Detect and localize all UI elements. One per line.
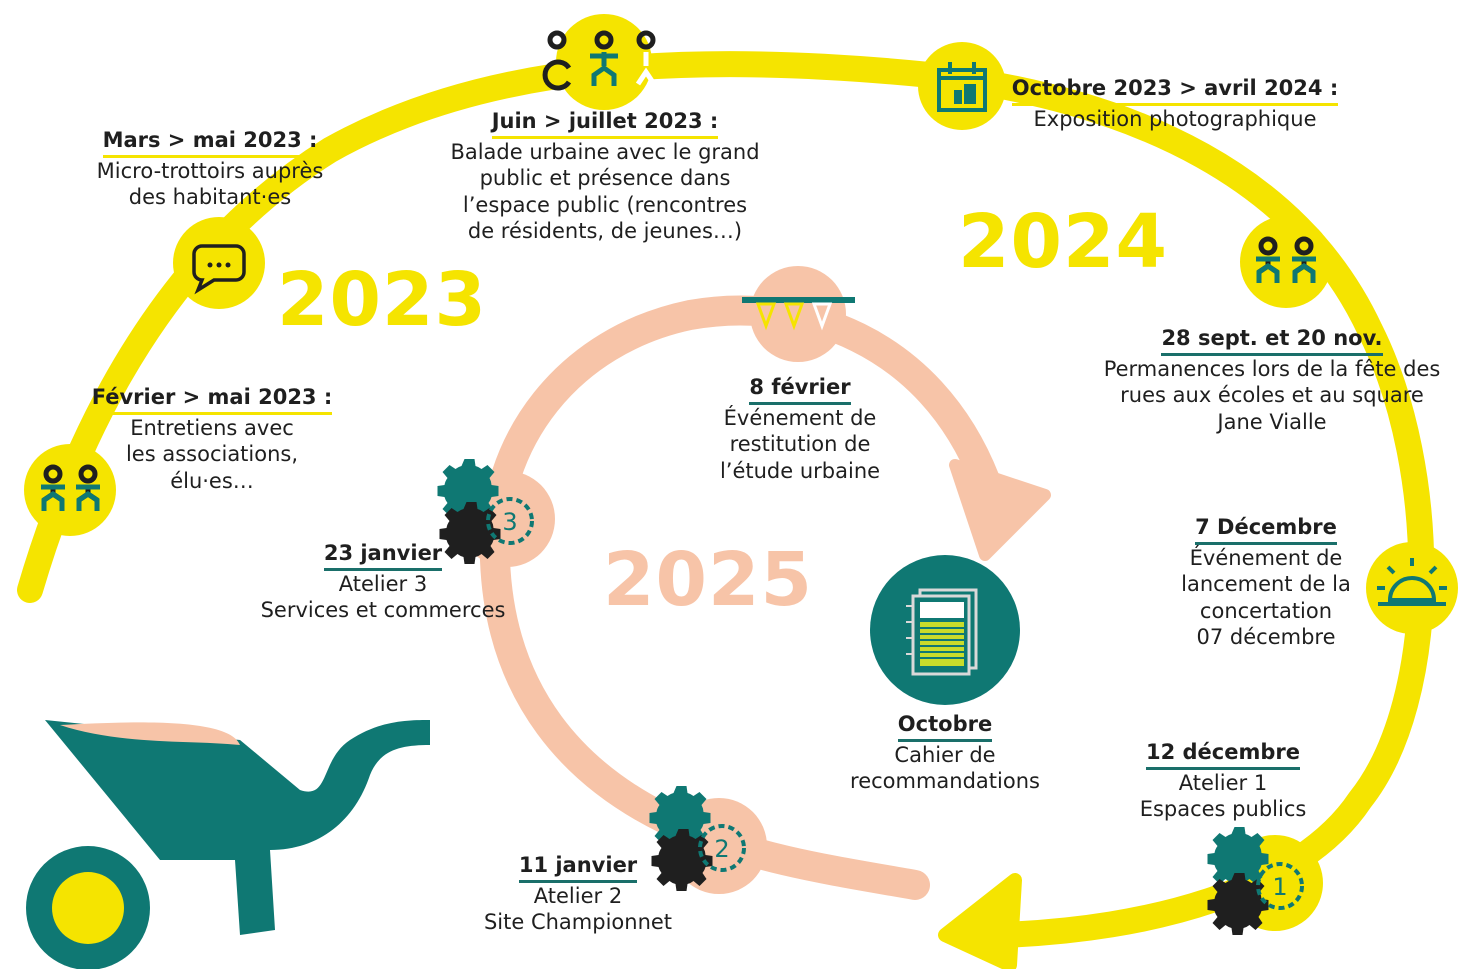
event-text: Exposition photographique bbox=[1033, 106, 1317, 131]
sunrise-icon bbox=[1366, 542, 1458, 634]
event-juin-juillet-2023: Juin > juillet 2023 : Balade urbaine ave… bbox=[400, 108, 810, 245]
year-2023: 2023 bbox=[277, 257, 487, 343]
event-date: 11 janvier bbox=[518, 852, 638, 883]
calendar-icon bbox=[918, 42, 1006, 130]
event-text: Permanences lors de la fête des rues aux… bbox=[1103, 356, 1441, 434]
event-date: Mars > mai 2023 : bbox=[102, 127, 318, 158]
event-12-decembre: 12 décembre Atelier 1 Espaces publics bbox=[1103, 739, 1343, 823]
event-28-sept-20-nov: 28 sept. et 20 nov. Permanences lors de … bbox=[1087, 325, 1457, 435]
event-text: Atelier 3 Services et commerces bbox=[260, 571, 506, 623]
event-date: 7 Décembre bbox=[1195, 514, 1337, 545]
event-date: Octobre bbox=[897, 711, 993, 742]
event-7-decembre: 7 Décembre Événement de lancement de la … bbox=[1146, 514, 1386, 651]
bunting-icon bbox=[742, 266, 855, 362]
event-text: Événement de restitution de l’étude urba… bbox=[719, 405, 881, 483]
event-fevrier-mai-2023: Février > mai 2023 : Entretiens avec les… bbox=[62, 384, 362, 494]
document-icon bbox=[870, 555, 1020, 705]
event-date: 28 sept. et 20 nov. bbox=[1161, 325, 1383, 356]
event-11-janvier: 11 janvier Atelier 2 Site Championnet bbox=[458, 852, 698, 936]
yellow-track-2023-2024 bbox=[17, 51, 1435, 948]
event-text: Cahier de recommandations bbox=[850, 742, 1040, 794]
event-octobre-2023-avril-2024: Octobre 2023 > avril 2024 : Exposition p… bbox=[990, 75, 1360, 132]
year-2025: 2025 bbox=[603, 537, 813, 623]
event-text: Atelier 2 Site Championnet bbox=[483, 883, 673, 935]
yellow-arrow-head bbox=[938, 873, 1022, 969]
two-people-icon bbox=[1240, 216, 1332, 308]
event-text: Atelier 1 Espaces publics bbox=[1139, 770, 1307, 822]
gear-number-3: 3 bbox=[502, 508, 517, 536]
event-date: 23 janvier bbox=[323, 540, 443, 571]
event-mars-mai-2023: Mars > mai 2023 : Micro-trottoirs auprès… bbox=[30, 127, 390, 211]
gear-number-1: 1 bbox=[1272, 873, 1287, 901]
event-text: Micro-trottoirs auprès des habitant·es bbox=[96, 158, 324, 210]
wheelbarrow-illustration bbox=[26, 720, 430, 969]
gear-number-2: 2 bbox=[714, 835, 729, 863]
event-date: 12 décembre bbox=[1145, 739, 1300, 770]
event-text: Événement de lancement de la concertatio… bbox=[1181, 545, 1351, 650]
gears-2-icon: 2 bbox=[649, 786, 767, 894]
year-2024: 2024 bbox=[958, 199, 1168, 285]
event-date: Octobre 2023 > avril 2024 : bbox=[1011, 75, 1339, 106]
event-text: Balade urbaine avec le grand public et p… bbox=[450, 139, 760, 244]
peach-arrow-head bbox=[949, 459, 1051, 561]
gears-1-icon: 1 bbox=[1207, 827, 1323, 935]
people-walk-icon bbox=[542, 14, 657, 110]
speech-bubble-icon bbox=[173, 217, 265, 309]
event-date: Juin > juillet 2023 : bbox=[491, 108, 719, 139]
event-date: Février > mai 2023 : bbox=[91, 384, 333, 415]
event-text: Entretiens avec les associations, élu·es… bbox=[125, 415, 299, 493]
gears-3-icon: 3 bbox=[437, 459, 555, 567]
event-date: 8 février bbox=[749, 374, 851, 405]
two-people-icon bbox=[24, 444, 116, 536]
event-23-janvier: 23 janvier Atelier 3 Services et commerc… bbox=[233, 540, 533, 624]
event-octobre: Octobre Cahier de recommandations bbox=[825, 711, 1065, 795]
event-8-fevrier: 8 février Événement de restitution de l’… bbox=[680, 374, 920, 484]
